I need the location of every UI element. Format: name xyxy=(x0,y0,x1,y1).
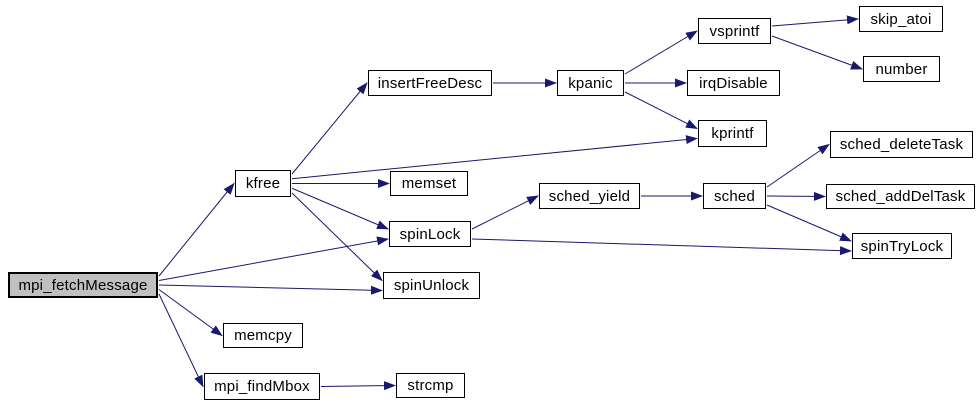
edge-kfree-to-spinUnlock xyxy=(291,192,383,282)
node-skip_atoi[interactable]: skip_atoi xyxy=(859,6,943,32)
node-number[interactable]: number xyxy=(863,56,940,82)
node-sched[interactable]: sched xyxy=(703,183,766,209)
edge-kfree-to-insertFreeDesc xyxy=(291,82,368,175)
edge-kpanic-to-kprintf xyxy=(624,91,698,129)
edge-sched-to-sched_addDelTask xyxy=(766,191,826,201)
edge-spinLock-to-spinTryLock xyxy=(471,238,852,256)
edge-spinLock-to-sched_yield xyxy=(471,195,539,230)
node-sched_deleteTask[interactable]: sched_deleteTask xyxy=(830,131,973,158)
node-sched_addDelTask[interactable]: sched_addDelTask xyxy=(826,184,975,209)
node-mpi_fetchMessage: mpi_fetchMessage xyxy=(8,272,158,298)
edge-sched-to-spinTryLock xyxy=(766,204,852,242)
edge-kfree-to-spinLock xyxy=(291,187,389,230)
node-sched_yield[interactable]: sched_yield xyxy=(539,183,640,209)
node-spinTryLock[interactable]: spinTryLock xyxy=(852,233,952,259)
node-memcpy[interactable]: memcpy xyxy=(223,323,303,348)
node-kfree[interactable]: kfree xyxy=(235,170,291,197)
node-spinUnlock[interactable]: spinUnlock xyxy=(383,272,480,299)
node-memset[interactable]: memset xyxy=(390,171,468,196)
edge-mpi_fetchMessage-to-memcpy xyxy=(158,289,223,337)
edge-mpi_fetchMessage-to-spinUnlock xyxy=(158,284,383,295)
edge-mpi_findMbox-to-strcmp xyxy=(320,381,396,391)
node-mpi_findMbox[interactable]: mpi_findMbox xyxy=(204,373,320,400)
edge-kfree-to-kprintf xyxy=(291,135,698,180)
node-insertFreeDesc[interactable]: insertFreeDesc xyxy=(368,70,492,96)
edge-mpi_fetchMessage-to-mpi_findMbox xyxy=(158,293,204,388)
node-irqDisable[interactable]: irqDisable xyxy=(687,70,780,96)
edge-sched-to-sched_deleteTask xyxy=(766,143,830,188)
edge-kpanic-to-vsprintf xyxy=(624,30,698,75)
edge-mpi_fetchMessage-to-spinLock xyxy=(158,236,389,281)
node-vsprintf[interactable]: vsprintf xyxy=(698,18,771,44)
edge-vsprintf-to-number xyxy=(771,35,863,70)
node-kprintf[interactable]: kprintf xyxy=(698,120,767,147)
edge-mpi_fetchMessage-to-kfree xyxy=(158,182,235,277)
node-strcmp[interactable]: strcmp xyxy=(396,373,465,398)
node-spinLock[interactable]: spinLock xyxy=(389,221,471,247)
edge-vsprintf-to-skip_atoi xyxy=(771,15,859,27)
node-kpanic[interactable]: kpanic xyxy=(557,70,624,96)
